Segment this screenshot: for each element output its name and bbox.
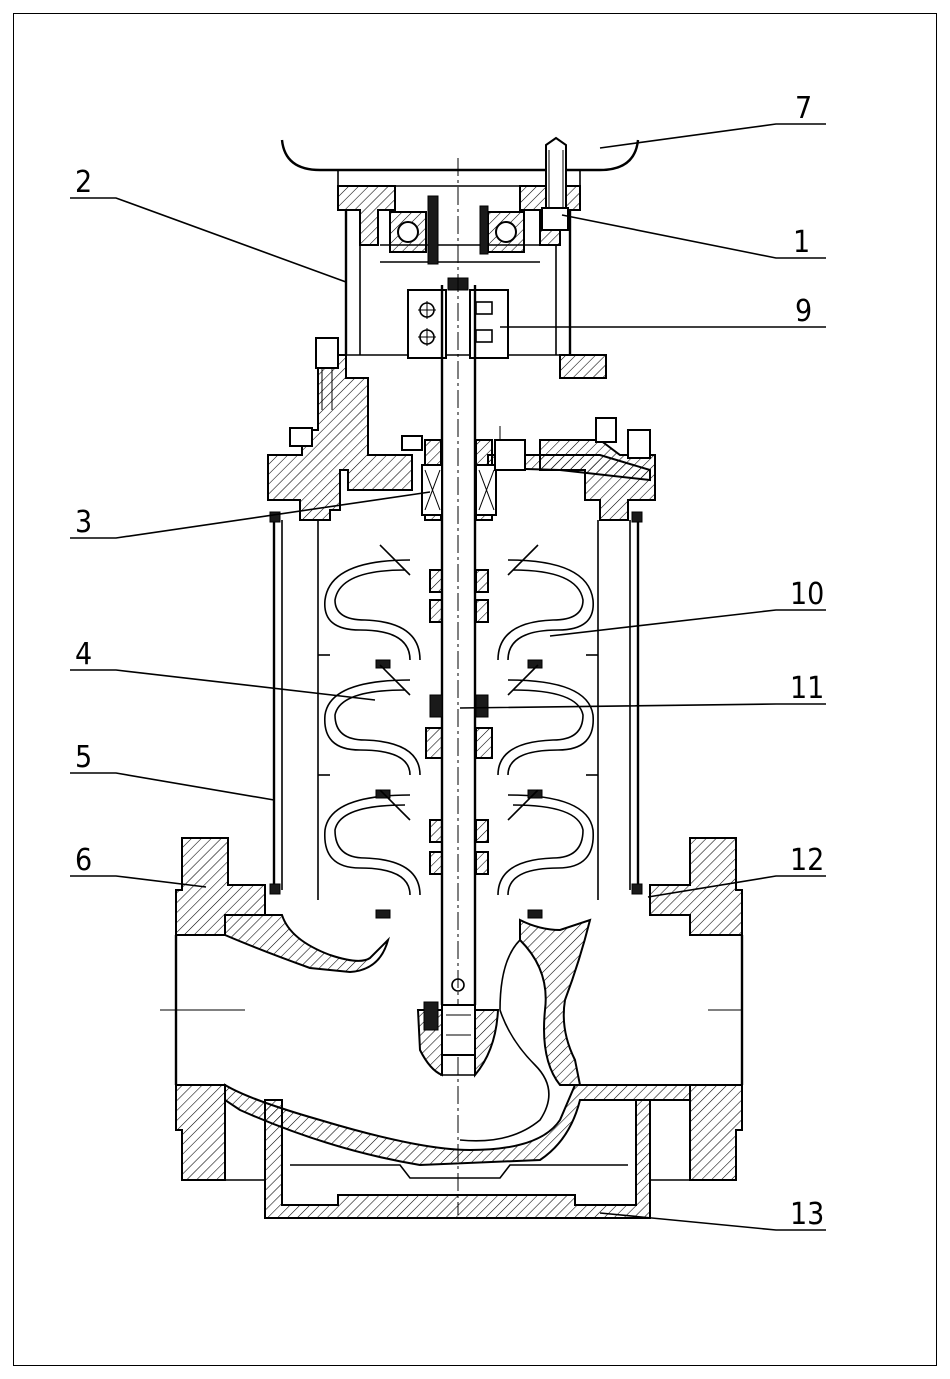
motor-stool bbox=[322, 138, 606, 378]
callout-9: 9 bbox=[795, 294, 812, 329]
callout-3: 3 bbox=[75, 505, 92, 540]
callout-1: 1 bbox=[793, 225, 810, 260]
callout-4: 4 bbox=[75, 637, 92, 672]
callout-5: 5 bbox=[75, 740, 92, 775]
callout-13: 13 bbox=[790, 1197, 824, 1232]
callout-6: 6 bbox=[75, 843, 92, 878]
pump-base bbox=[160, 838, 742, 1218]
callout-11: 11 bbox=[790, 671, 824, 706]
callout-12: 12 bbox=[790, 843, 824, 878]
callout-10: 10 bbox=[790, 577, 824, 612]
callout-2: 2 bbox=[75, 165, 92, 200]
callout-7: 7 bbox=[795, 91, 812, 126]
motor-outline bbox=[282, 140, 638, 186]
